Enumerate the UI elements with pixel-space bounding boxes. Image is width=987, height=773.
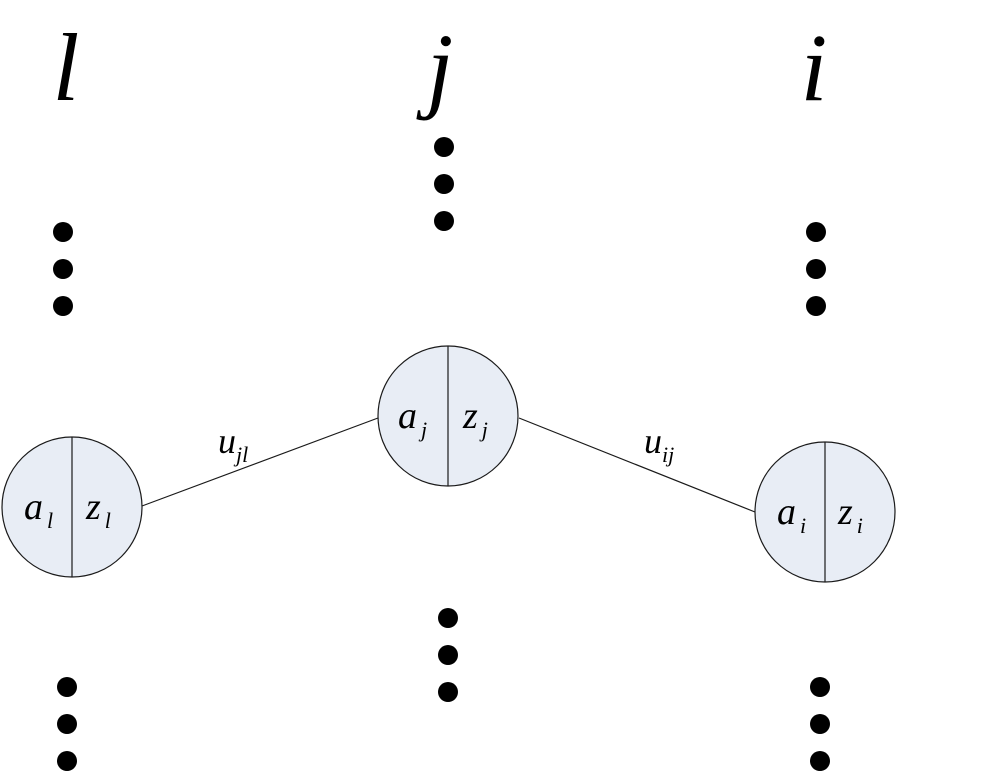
edge-j-to-i <box>518 417 756 513</box>
vertical-ellipsis-icon <box>806 222 826 316</box>
column-label-l: l <box>53 14 80 121</box>
vertical-ellipsis-icon <box>57 677 77 771</box>
vertical-ellipsis-icon <box>438 608 458 702</box>
edge-weight-jl: ujl <box>218 421 248 467</box>
vertical-ellipsis-icon <box>434 137 454 231</box>
edge-weight-ij: uij <box>644 421 674 467</box>
vertical-ellipsis-icon <box>53 222 73 316</box>
vertical-ellipsis-icon <box>810 677 830 771</box>
column-label-j: j <box>416 14 454 121</box>
column-label-i: i <box>801 14 828 121</box>
edge-l-to-j <box>141 417 379 507</box>
